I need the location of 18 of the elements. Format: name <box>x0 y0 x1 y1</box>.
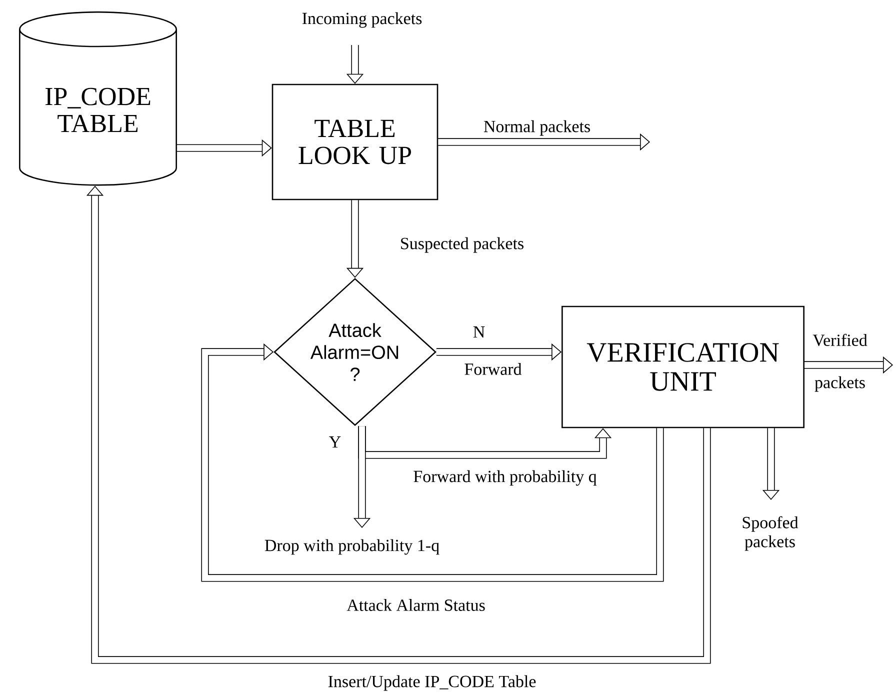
edge-label: Drop with probability 1-q <box>263 538 441 556</box>
database-cylinder: IP_CODE TABLE <box>19 11 177 186</box>
arrow <box>86 186 711 664</box>
arrow <box>201 343 664 582</box>
edge-label: N <box>472 325 486 339</box>
edge-label: Verified <box>812 332 868 348</box>
process-box: TABLE LOOK UP <box>272 84 438 200</box>
edge-label: Forward with probability q <box>412 469 598 487</box>
edge-label: Suspected packets <box>398 236 526 254</box>
annotation-text: packets <box>814 375 866 393</box>
edge-label: Incoming packets <box>300 11 424 29</box>
edge-label: Attack Alarm Status <box>346 598 486 612</box>
edge-label: Spoofed packets <box>729 515 811 552</box>
edge-label: Normal packets <box>482 119 592 137</box>
edge-label: Insert/Update IP_CODE Table <box>326 674 538 692</box>
annotation-text: Y <box>328 435 342 449</box>
annotation-text: Forward <box>463 362 523 376</box>
process-box: VERIFICATION UNIT <box>562 306 804 428</box>
